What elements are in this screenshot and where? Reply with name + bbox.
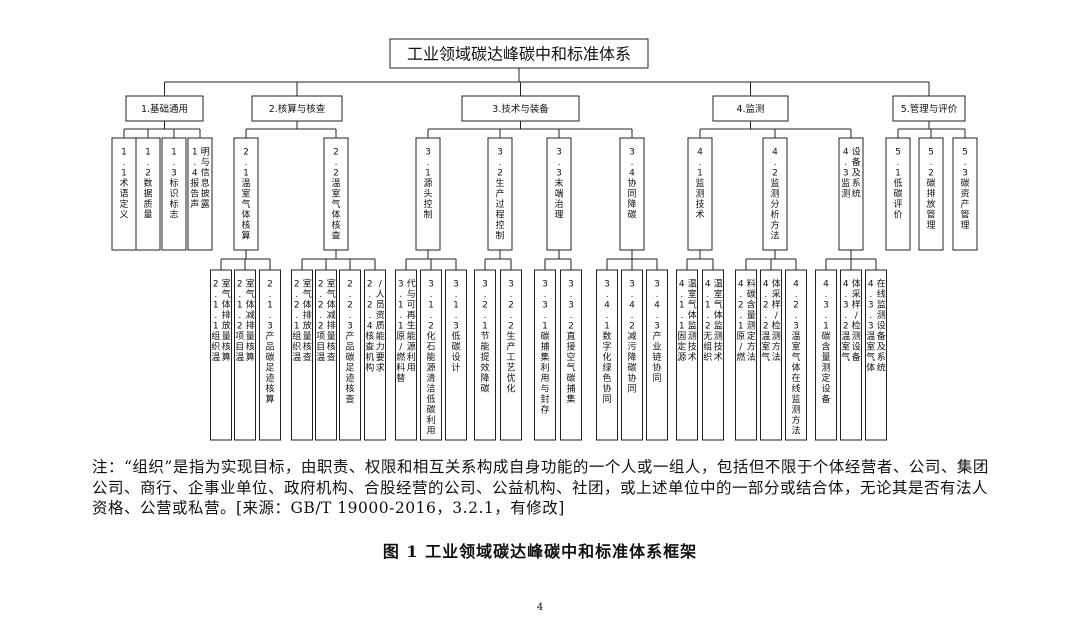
node-4-3-box	[838, 137, 864, 251]
group-3-label: 3.技术与装备	[492, 103, 549, 115]
leaf-3-4-2-box	[621, 269, 643, 441]
leaf-4-2-3-box	[785, 269, 807, 441]
node-3-2-box	[487, 137, 513, 251]
group-1-label: 1.基础通用	[141, 103, 188, 115]
group-3-label-box	[461, 95, 580, 122]
node-1-3-box	[161, 137, 187, 251]
leaf-2-2-2-box	[315, 269, 337, 441]
leaf-3-1-2-box	[420, 269, 442, 441]
leaf-2-1-3-box	[259, 269, 281, 441]
group-4-label: 4.监测	[736, 103, 764, 115]
leaf-4-1-2-box	[702, 269, 724, 441]
group-2-label: 2.核算与核查	[269, 103, 326, 115]
leaf-3-1-1-box	[395, 269, 417, 441]
leaf-3-1-3-box	[445, 269, 467, 441]
leaf-2-2-3-box	[339, 269, 361, 441]
leaf-3-2-1-box	[474, 269, 496, 441]
leaf-4-1-1-box	[676, 269, 698, 441]
leaf-3-3-2-box	[560, 269, 582, 441]
node-2-1-box	[233, 137, 259, 251]
page-number: 4	[536, 602, 544, 613]
node-3-1-box	[415, 137, 441, 251]
leaf-3-2-2-box	[500, 269, 522, 441]
root-title-box	[389, 38, 649, 69]
footnote: 注：“组织”是指为实现目标，由职责、权限和相互关系构成自身功能的一个人或一组人，…	[92, 458, 989, 517]
node-3-3-box	[546, 137, 572, 251]
leaf-2-2-1-box	[291, 269, 313, 441]
node-5-2-box	[918, 137, 944, 251]
group-2-label-box	[251, 95, 343, 122]
root-title: 工业领域碳达峰碳中和标准体系	[407, 44, 631, 63]
node-2-2-box	[323, 137, 349, 251]
leaf-4-3-2-box	[840, 269, 862, 441]
node-1-2-box	[135, 137, 161, 251]
leaf-4-2-2-box	[760, 269, 782, 441]
leaf-2-1-2-box	[234, 269, 256, 441]
leaf-3-4-3-box	[646, 269, 668, 441]
node-4-1-box	[687, 137, 713, 251]
group-5-label: 5.管理与评价	[901, 103, 958, 115]
leaf-2-2-4-box	[364, 269, 386, 441]
node-4-2-box	[762, 137, 788, 251]
leaf-4-2-1-box	[735, 269, 757, 441]
group-1-label-box	[125, 95, 204, 122]
figure-caption: 图 1 工业领域碳达峰碳中和标准体系框架	[382, 542, 698, 561]
node-3-4-box	[619, 137, 645, 251]
leaf-4-3-3-box	[865, 269, 887, 441]
node-1-4-box	[187, 137, 213, 251]
leaf-4-3-1-box	[815, 269, 837, 441]
leaf-2-1-1-box	[210, 269, 232, 441]
node-5-3-box	[952, 137, 978, 251]
node-5-1-box	[885, 137, 911, 251]
leaf-3-3-1-box	[534, 269, 556, 441]
leaf-3-4-1-box	[596, 269, 618, 441]
